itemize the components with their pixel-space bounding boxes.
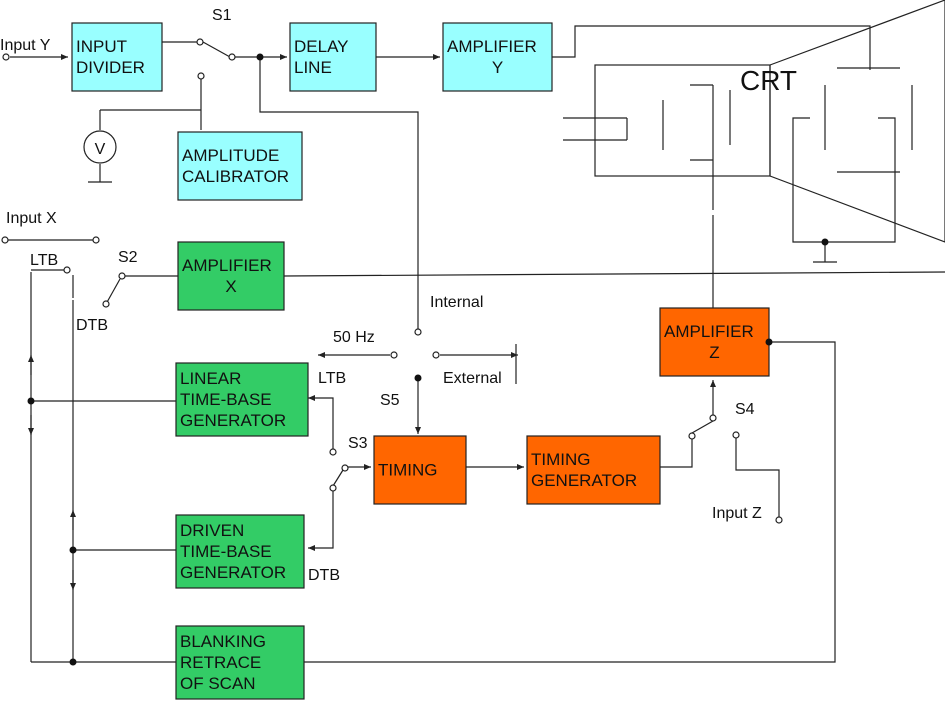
amplitude-calibrator-block: AMPLITUDE CALIBRATOR [177, 131, 303, 201]
driven-time-base-generator-block: DRIVEN TIME-BASE GENERATOR [175, 514, 305, 589]
s4-label: S4 [735, 401, 755, 418]
s2-label: S2 [118, 249, 138, 266]
ltb-top-label: LTB [30, 252, 58, 269]
ltb-mid-label: LTB [318, 370, 346, 387]
amplifier-x-block-rect [177, 241, 285, 311]
timing-block-rect [373, 435, 467, 505]
dtb-mid-label: DTB [308, 567, 340, 584]
input-y-label: Input Y [0, 37, 51, 54]
timing-generator-block-rect [526, 435, 661, 505]
timing-generator-block-text: TIMING [531, 450, 591, 469]
delay-line-block-text: LINE [294, 58, 332, 77]
amplifier-z-block: AMPLIFIER Z [659, 307, 770, 377]
input-divider-block-rect [71, 22, 163, 92]
dtb-top-label: DTB [76, 317, 108, 334]
s3-label: S3 [348, 435, 368, 452]
linear-time-base-generator-block: LINEAR TIME-BASE GENERATOR [175, 362, 309, 437]
amplifier-y-block-rect [442, 22, 553, 92]
s1-label: S1 [212, 7, 232, 24]
crt-label: CRT [740, 65, 797, 96]
driven-time-base-generator-block-text: TIME-BASE [180, 542, 272, 561]
amplitude-calibrator-block-text: CALIBRATOR [182, 167, 289, 186]
input-divider-block-text: DIVIDER [76, 58, 145, 77]
amplitude-calibrator-block-rect [177, 131, 303, 201]
timing-block: TIMING [373, 435, 467, 505]
amplifier-y-block-text: AMPLIFIER [447, 37, 537, 56]
amplifier-x-block: AMPLIFIER X [177, 241, 285, 311]
input-z-label: Input Z [712, 505, 762, 522]
blanking-retrace-block-text: BLANKING [180, 632, 266, 651]
linear-time-base-generator-block-text: GENERATOR [180, 411, 286, 430]
amplitude-calibrator-block-text: AMPLITUDE [182, 146, 279, 165]
delay-line-block: DELAY LINE [289, 22, 377, 92]
blanking-retrace-block: BLANKING RETRACE OF SCAN [175, 625, 305, 700]
timing-generator-block: TIMING GENERATOR [526, 435, 661, 505]
amplifier-y-block-text: Y [492, 58, 503, 77]
voltmeter: V [83, 130, 117, 164]
blanking-retrace-block-text: RETRACE [180, 653, 261, 672]
external-label: External [443, 370, 502, 387]
amplifier-x-block-text: X [225, 277, 236, 296]
driven-time-base-generator-block-text: GENERATOR [180, 563, 286, 582]
timing-generator-block-text: GENERATOR [531, 471, 637, 490]
amplifier-z-block-text: Z [709, 343, 719, 362]
switch-terminals [1, 38, 783, 524]
delay-line-block-rect [289, 22, 377, 92]
amplifier-z-block-text: AMPLIFIER [664, 322, 754, 341]
linear-time-base-generator-block-text: LINEAR [180, 369, 241, 388]
labels: Input Y S1 CRT Input X LTB S2 DTB Intern… [0, 7, 797, 584]
driven-time-base-generator-block-text: DRIVEN [180, 521, 244, 540]
delay-line-block-text: DELAY [294, 37, 349, 56]
input-divider-block-text: INPUT [76, 37, 127, 56]
hz50-label: 50 Hz [333, 329, 375, 346]
amplifier-z-block-rect [659, 307, 770, 377]
amplifier-x-block-text: AMPLIFIER [182, 256, 272, 275]
amplifier-y-block: AMPLIFIER Y [442, 22, 553, 92]
input-divider-block: INPUT DIVIDER [71, 22, 163, 92]
junctions [27, 53, 829, 666]
driven-time-base-generator-block-rect [175, 514, 305, 589]
linear-time-base-generator-block-rect [175, 362, 309, 437]
blanking-retrace-block-text: OF SCAN [180, 674, 256, 693]
blanking-retrace-block-rect [175, 625, 305, 700]
internal-label: Internal [430, 294, 483, 311]
linear-time-base-generator-block-text: TIME-BASE [180, 390, 272, 409]
crt-tube [563, 0, 945, 263]
voltmeter-label: V [95, 141, 106, 158]
input-x-label: Input X [6, 210, 57, 227]
timing-block-text: TIMING [378, 461, 438, 480]
s5-label: S5 [380, 392, 400, 409]
wiring [8, 25, 945, 663]
